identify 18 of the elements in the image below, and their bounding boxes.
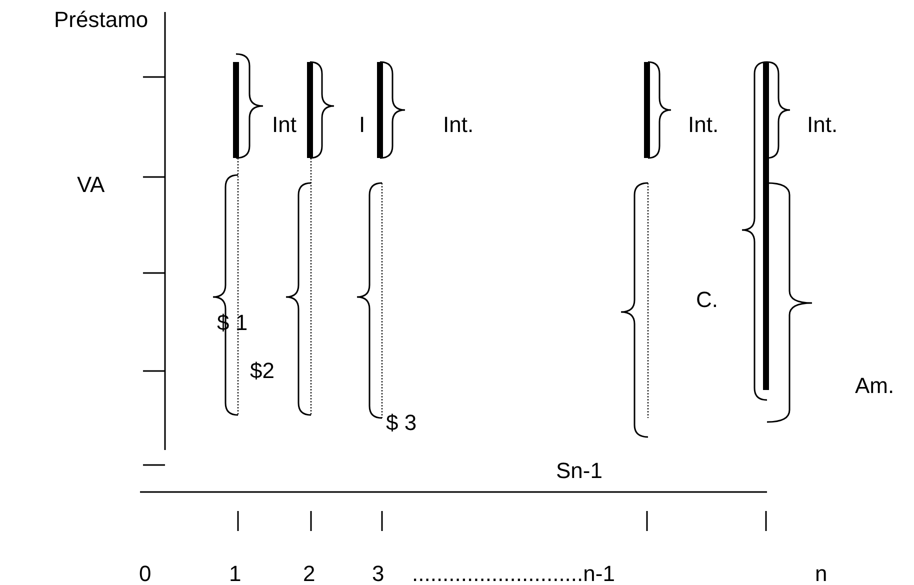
period-number: n	[815, 562, 828, 585]
period-number: ............................n-1	[412, 562, 615, 585]
period-number: 3	[372, 562, 384, 585]
period-number: 0	[139, 562, 152, 585]
axis-label: Sn-1	[556, 459, 602, 483]
period-number: 1	[229, 562, 242, 585]
bracket-label: C.	[696, 288, 718, 312]
bracket-label: Int.	[807, 113, 838, 137]
axis-label: Préstamo	[54, 8, 148, 32]
bracket-label: $2	[250, 359, 274, 383]
bracket-label: I	[359, 113, 366, 137]
period-number: 2	[303, 562, 316, 585]
axis-label: VA	[77, 173, 105, 197]
bracket-label: Int.	[688, 113, 719, 137]
bracket-label: Am.	[855, 374, 894, 398]
bracket-label: $ 3	[386, 411, 417, 435]
bracket-label: Int.	[443, 113, 474, 137]
bracket-label: Int	[272, 113, 296, 137]
